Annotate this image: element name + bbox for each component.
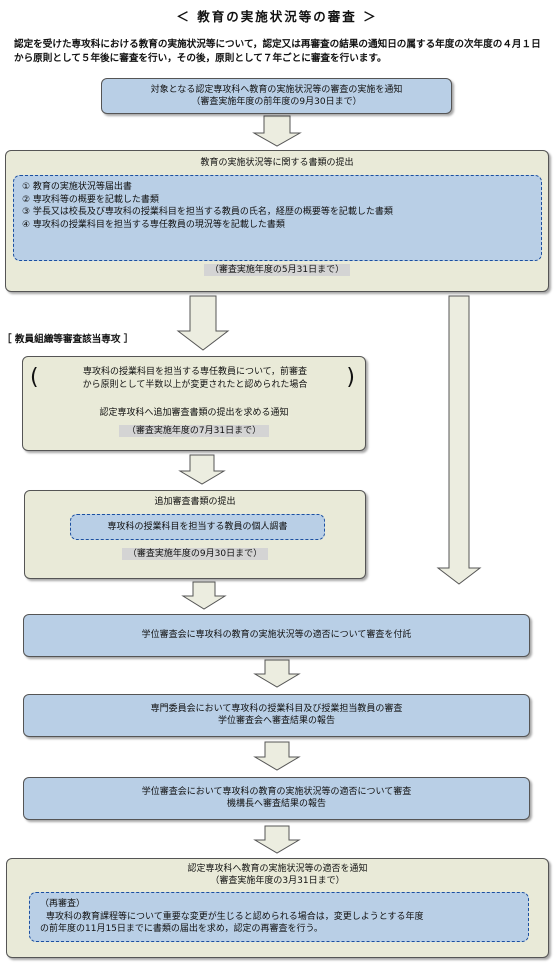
condition-line2: から原則として半数以上が変更されたと認められた場合 bbox=[82, 380, 308, 390]
step-refer-text: 学位審査会に専攻科の教育の実施状況等の適否について審査を付託 bbox=[141, 630, 412, 640]
re-review-title: （再審査） bbox=[40, 899, 86, 909]
step-committee-line1: 専門委員会において専攻科の授業科目及び授業担当教員の審査 bbox=[150, 704, 403, 714]
page-title: ＜ 教育の実施状況等の審査 ＞ bbox=[176, 9, 378, 24]
re-review-text-line1: 専攻科の教育課程等について重要な変更が生じると認められる場合は，変更しようとする… bbox=[46, 911, 424, 922]
step-additional-notice: ( 専攻科の授業科目を担当する専任教員について，前審査 から原則として半数以上が… bbox=[22, 356, 366, 451]
condition-box: ( 専攻科の授業科目を担当する専任教員について，前審査 から原則として半数以上が… bbox=[23, 363, 365, 403]
step-document-submission: 教育の実施状況等に関する書類の提出 ① 教育の実施状況等届出書 ② 専攻科等の概… bbox=[5, 150, 549, 292]
step-council-line2: 機構長へ審査結果の報告 bbox=[226, 799, 326, 809]
list-item: 専攻科の授業科目を担当する教員の個人調書 bbox=[107, 522, 288, 532]
list-item: ④ 専攻科の授業科目を担当する専任教員の現況等を記載した書類 bbox=[22, 219, 285, 230]
condition-line1: 専攻科の授業科目を担当する専任教員について，前審査 bbox=[82, 367, 308, 377]
additional-document-item: 専攻科の授業科目を担当する教員の個人調書 bbox=[70, 514, 325, 540]
list-item: ③ 学長又は校長及び専攻科の授業科目を担当する教員の氏名，経歴の概要等を記載した… bbox=[22, 207, 393, 217]
down-arrow-icon bbox=[181, 581, 227, 610]
down-arrow-icon bbox=[253, 659, 301, 688]
down-arrow-icon bbox=[252, 115, 302, 147]
down-arrow-icon bbox=[176, 295, 230, 351]
list-item: ② 専攻科等の概要を記載した書類 bbox=[22, 194, 159, 205]
re-review-text-line2: の前年度の11月15日までに書類の届出を求め，認定の再審査を行う。 bbox=[40, 924, 323, 934]
step-document-title: 教育の実施状況等に関する書類の提出 bbox=[200, 158, 354, 168]
step-notify-deadline: （審査実施年度の前年度の9月30日まで） bbox=[191, 97, 362, 107]
additional-submission-title: 追加審査書類の提出 bbox=[154, 497, 236, 507]
step-result-line1: 認定専攻科へ教育の実施状況等の適否を通知 bbox=[187, 864, 368, 874]
step-result-deadline: （審査実施年度の3月31日まで） bbox=[210, 876, 345, 886]
step-council-line1: 学位審査会において専攻科の教育の実施状況等の適否について審査 bbox=[141, 787, 412, 797]
step-council-review: 学位審査会において専攻科の教育の実施状況等の適否について審査 機構長へ審査結果の… bbox=[23, 777, 530, 820]
required-documents-list: ① 教育の実施状況等届出書 ② 専攻科等の概要を記載した書類 ③ 学長又は校長及… bbox=[13, 175, 542, 261]
additional-notice-deadline: （審査実施年度の7月31日まで） bbox=[118, 425, 270, 437]
step-refer-review: 学位審査会に専攻科の教育の実施状況等の適否について審査を付託 bbox=[23, 614, 530, 657]
close-paren-icon: ) bbox=[346, 365, 355, 390]
down-arrow-icon bbox=[178, 454, 226, 485]
step-notify-line1: 対象となる認定専攻科へ教育の実施状況等の審査の実施を通知 bbox=[150, 85, 403, 95]
down-arrow-icon bbox=[253, 825, 301, 854]
step-committee-review: 専門委員会において専攻科の授業科目及び授業担当教員の審査 学位審査会へ審査結果の… bbox=[23, 694, 530, 737]
additional-submission-deadline: （審査実施年度の9月30日まで） bbox=[121, 548, 269, 560]
branch-label: ［ 教員組織等審査該当専攻 ］ bbox=[2, 334, 134, 345]
re-review-box: （再審査） 専攻科の教育課程等について重要な変更が生じると認められる場合は，変更… bbox=[29, 892, 529, 942]
step-additional-submission: 追加審査書類の提出 専攻科の授業科目を担当する教員の個人調書 （審査実施年度の9… bbox=[24, 490, 366, 579]
intro-text: 認定を受けた専攻科における教育の実施状況等について，認定又は再審査の結果の通知日… bbox=[14, 39, 541, 64]
step-document-deadline: （審査実施年度の5月31日まで） bbox=[203, 264, 351, 276]
additional-notice-text: 認定専攻科へ追加審査書類の提出を求める通知 bbox=[99, 408, 289, 418]
down-arrow-icon bbox=[253, 741, 301, 771]
step-notify-review: 対象となる認定専攻科へ教育の実施状況等の審査の実施を通知 （審査実施年度の前年度… bbox=[101, 78, 452, 114]
step-notify-result: 認定専攻科へ教育の実施状況等の適否を通知 （審査実施年度の3月31日まで） （再… bbox=[6, 858, 549, 958]
open-paren-icon: ( bbox=[30, 365, 39, 390]
down-arrow-icon bbox=[436, 295, 482, 585]
list-item: ① 教育の実施状況等届出書 bbox=[22, 182, 132, 192]
step-committee-line2: 学位審査会へ審査結果の報告 bbox=[217, 716, 335, 726]
